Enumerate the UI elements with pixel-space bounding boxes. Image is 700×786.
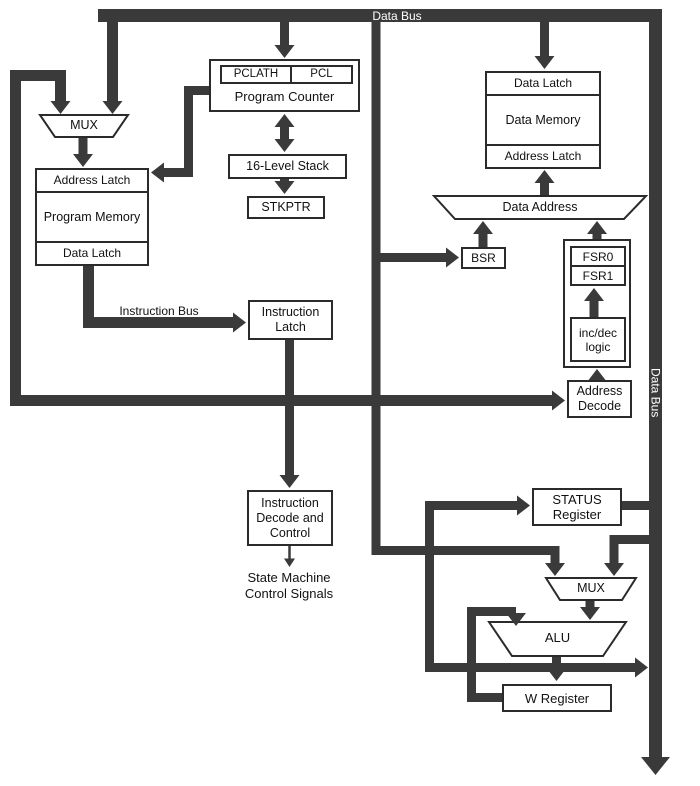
fsr0-box: FSR0 — [570, 246, 626, 267]
program-counter-box: PCLATH PCL Program Counter — [209, 59, 360, 112]
address-decode-box: Address Decode — [567, 380, 632, 418]
status-line2: Register — [552, 507, 602, 522]
program-memory-label: Program Memory — [43, 209, 141, 224]
instruction-latch-line1: Instruction — [261, 305, 320, 319]
status-register-box: STATUS Register — [532, 488, 622, 526]
arrowhead — [274, 45, 295, 58]
arrowhead — [506, 613, 526, 626]
program-memory-box: Address Latch Program Memory Data Latch — [35, 168, 149, 266]
fsr1-box: FSR1 — [570, 265, 626, 286]
address-decode-label: Address Decode — [569, 384, 630, 414]
state-machine-label: State Machine Control Signals — [219, 570, 359, 602]
data-memory-label: Data Memory — [505, 112, 581, 127]
right-data-bus-label: Data Bus — [648, 368, 663, 418]
instruction-decode-line2: Decode and — [256, 510, 324, 525]
data-address-latch-label: Address Latch — [487, 144, 599, 167]
arrowhead — [545, 563, 565, 576]
bsr-box: BSR — [461, 247, 506, 269]
address-decode-line1: Address — [576, 384, 623, 398]
arrowhead — [641, 757, 670, 775]
stkptr-box: STKPTR — [247, 196, 325, 219]
arrowhead — [274, 181, 295, 194]
arrowhead — [584, 288, 604, 301]
state-machine-line2: Control Signals — [244, 586, 334, 601]
instruction-decode-label: Instruction Decode and Control — [256, 496, 323, 541]
arrowhead — [635, 657, 648, 678]
arrowhead — [50, 101, 71, 114]
program-data-latch-label: Data Latch — [37, 241, 147, 264]
arrowhead — [446, 247, 459, 268]
arrowhead — [546, 668, 567, 681]
data-latch-label: Data Latch — [487, 73, 599, 96]
pcl-label: PCL — [289, 67, 351, 82]
instruction-latch-box: Instruction Latch — [248, 300, 333, 340]
arrowhead — [73, 154, 93, 167]
arrowhead — [517, 495, 530, 516]
state-machine-line1: State Machine — [247, 570, 331, 585]
data-address-label: Data Address — [502, 199, 578, 214]
top-data-bus-label: Data Bus — [372, 8, 422, 23]
mux-right-shape — [544, 577, 638, 601]
arrowhead — [587, 221, 607, 234]
pclath-pcl-box: PCLATH PCL — [220, 65, 353, 84]
data-address-shape — [431, 195, 649, 220]
inc-dec-label-line1: inc/dec — [578, 325, 618, 340]
arrowhead — [587, 369, 607, 382]
instruction-latch-label: Instruction Latch — [262, 305, 320, 335]
arrowhead — [233, 312, 246, 333]
inc-dec-label-line2: logic — [585, 339, 611, 354]
instruction-decode-line1: Instruction — [261, 495, 319, 510]
inc-dec-logic-box: inc/dec logic — [570, 317, 626, 362]
program-address-latch-label: Address Latch — [37, 170, 147, 193]
instruction-decode-box: Instruction Decode and Control — [247, 490, 333, 546]
alu-shape — [487, 621, 628, 657]
arrowhead — [274, 114, 295, 127]
arrowhead — [552, 390, 565, 411]
arrowhead — [534, 170, 555, 183]
arrowhead — [151, 162, 164, 183]
address-decode-line2: Decode — [577, 399, 622, 413]
w-register-box: W Register — [502, 684, 612, 712]
mux-right-label: MUX — [577, 581, 605, 595]
fsr-group-box: FSR0 FSR1 inc/dec logic — [563, 239, 631, 368]
instruction-decode-line3: Control — [269, 525, 311, 540]
arrowhead — [604, 563, 624, 576]
instruction-bus-label: Instruction Bus — [119, 304, 199, 318]
data-memory-box: Data Latch Data Memory Address Latch — [485, 71, 601, 169]
arrowhead — [534, 56, 555, 69]
mux-left-label: MUX — [70, 118, 98, 132]
arrowhead — [279, 475, 300, 488]
program-counter-label: Program Counter — [234, 89, 335, 104]
arrowhead — [102, 101, 123, 114]
status-register-label: STATUS Register — [552, 492, 601, 522]
stack-box: 16-Level Stack — [228, 154, 347, 179]
instruction-latch-line2: Latch — [275, 320, 306, 334]
arrowhead — [274, 139, 295, 152]
mux-left-shape — [38, 114, 130, 138]
pclath-label: PCLATH — [233, 68, 279, 80]
arrowhead — [284, 558, 295, 567]
alu-label: ALU — [544, 629, 571, 645]
arrowhead — [580, 607, 600, 620]
status-line1: STATUS — [552, 492, 602, 507]
arrowhead — [473, 221, 493, 234]
